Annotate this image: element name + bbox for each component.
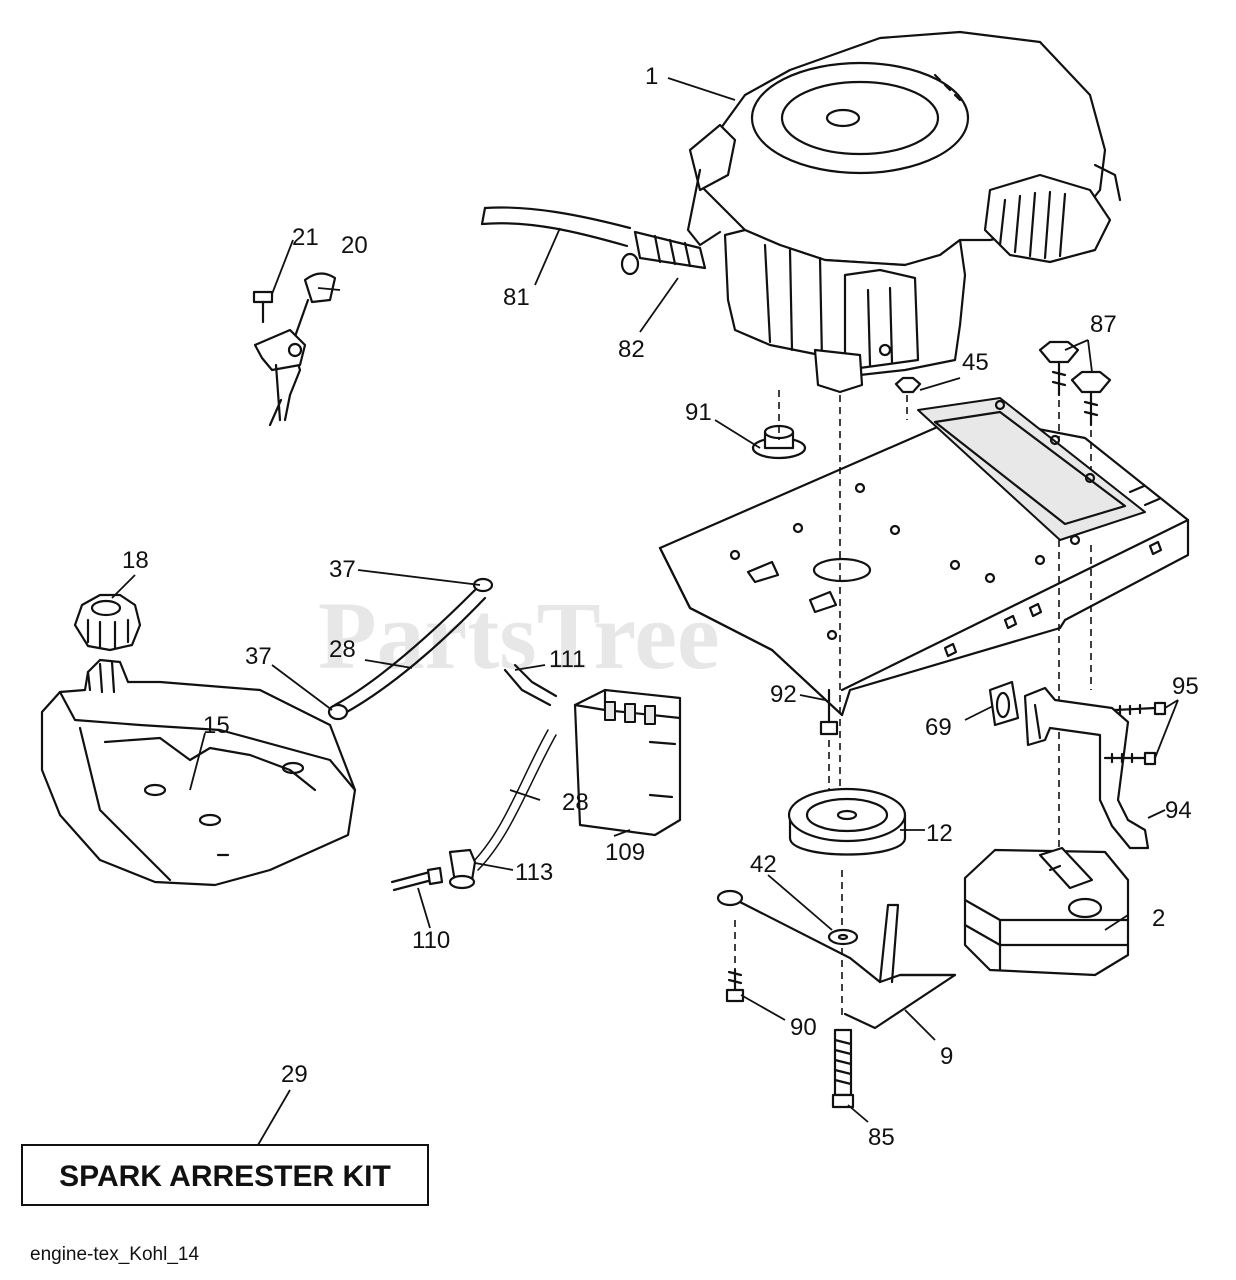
bolt-90 — [725, 968, 745, 1003]
callout-110: 110 — [412, 927, 450, 954]
pulley-12 — [787, 787, 907, 856]
callout-94: 94 — [1165, 797, 1192, 824]
connector-110 — [390, 866, 444, 892]
fuel-filter-109 — [573, 688, 682, 837]
fitting-113 — [448, 848, 477, 890]
nut-45 — [894, 376, 922, 394]
throttle-control-20 — [253, 272, 337, 427]
callout-labels: 1 2 9 12 15 18 20 21 28 28 29 37 37 42 4… — [122, 63, 1199, 1151]
callout-87: 87 — [1090, 311, 1117, 338]
callout-113: 113 — [515, 859, 553, 886]
callout-21: 21 — [292, 224, 319, 251]
fuel-hose-81 — [480, 206, 632, 248]
engine-mount-plate — [658, 397, 1190, 717]
engine — [686, 30, 1122, 394]
callout-18: 18 — [122, 547, 149, 574]
exhaust-pipe-94 — [1023, 686, 1150, 850]
callout-28-lower: 28 — [562, 789, 589, 816]
callout-45: 45 — [962, 349, 989, 376]
callout-20: 20 — [341, 232, 368, 259]
bolt-92 — [819, 688, 839, 736]
diagram-caption: engine-tex_Kohl_14 — [30, 1244, 199, 1265]
callout-82: 82 — [618, 336, 645, 363]
callout-28-upper: 28 — [329, 636, 356, 663]
screws-95 — [1103, 701, 1167, 766]
spark-arrester-kit-label: SPARK ARRESTER KIT — [59, 1160, 391, 1193]
callout-15: 15 — [203, 712, 230, 739]
rod-9 — [716, 889, 957, 1030]
fuel-fitting-82 — [620, 230, 707, 276]
screw-21 — [252, 290, 274, 324]
callout-95: 95 — [1172, 673, 1199, 700]
callout-42: 42 — [750, 851, 777, 878]
fuel-cap-18 — [73, 593, 142, 652]
callout-85: 85 — [868, 1124, 895, 1151]
spark-arrester-kit-box: SPARK ARRESTER KIT — [21, 1144, 429, 1206]
flange-bolts-87 — [1038, 340, 1112, 427]
callout-1: 1 — [645, 63, 658, 90]
hose-111 — [503, 663, 558, 707]
callout-12: 12 — [926, 820, 953, 847]
callout-92: 92 — [770, 681, 797, 708]
bolt-85 — [831, 1028, 855, 1109]
callout-81: 81 — [503, 284, 530, 311]
callout-2: 2 — [1152, 905, 1165, 932]
callout-29: 29 — [281, 1061, 308, 1088]
leader-lines — [111, 77, 1179, 1146]
callout-69: 69 — [925, 714, 952, 741]
callout-37-upper: 37 — [329, 556, 356, 583]
callout-109: 109 — [605, 839, 645, 866]
clamp-37-lower — [327, 703, 349, 721]
muffler-2 — [963, 846, 1130, 977]
fuel-hose-28-lower — [469, 729, 557, 871]
callout-37-lower: 37 — [245, 643, 272, 670]
callout-90: 90 — [790, 1014, 817, 1041]
washer-42 — [827, 928, 859, 946]
gasket-69 — [988, 680, 1020, 727]
callout-111: 111 — [549, 646, 585, 673]
watermark-brand: PartsTree — [318, 582, 720, 689]
fuel-hose-28-upper — [327, 577, 494, 721]
callout-9: 9 — [940, 1043, 953, 1070]
callout-91: 91 — [685, 399, 712, 426]
fuel-tank-15 — [40, 658, 357, 887]
